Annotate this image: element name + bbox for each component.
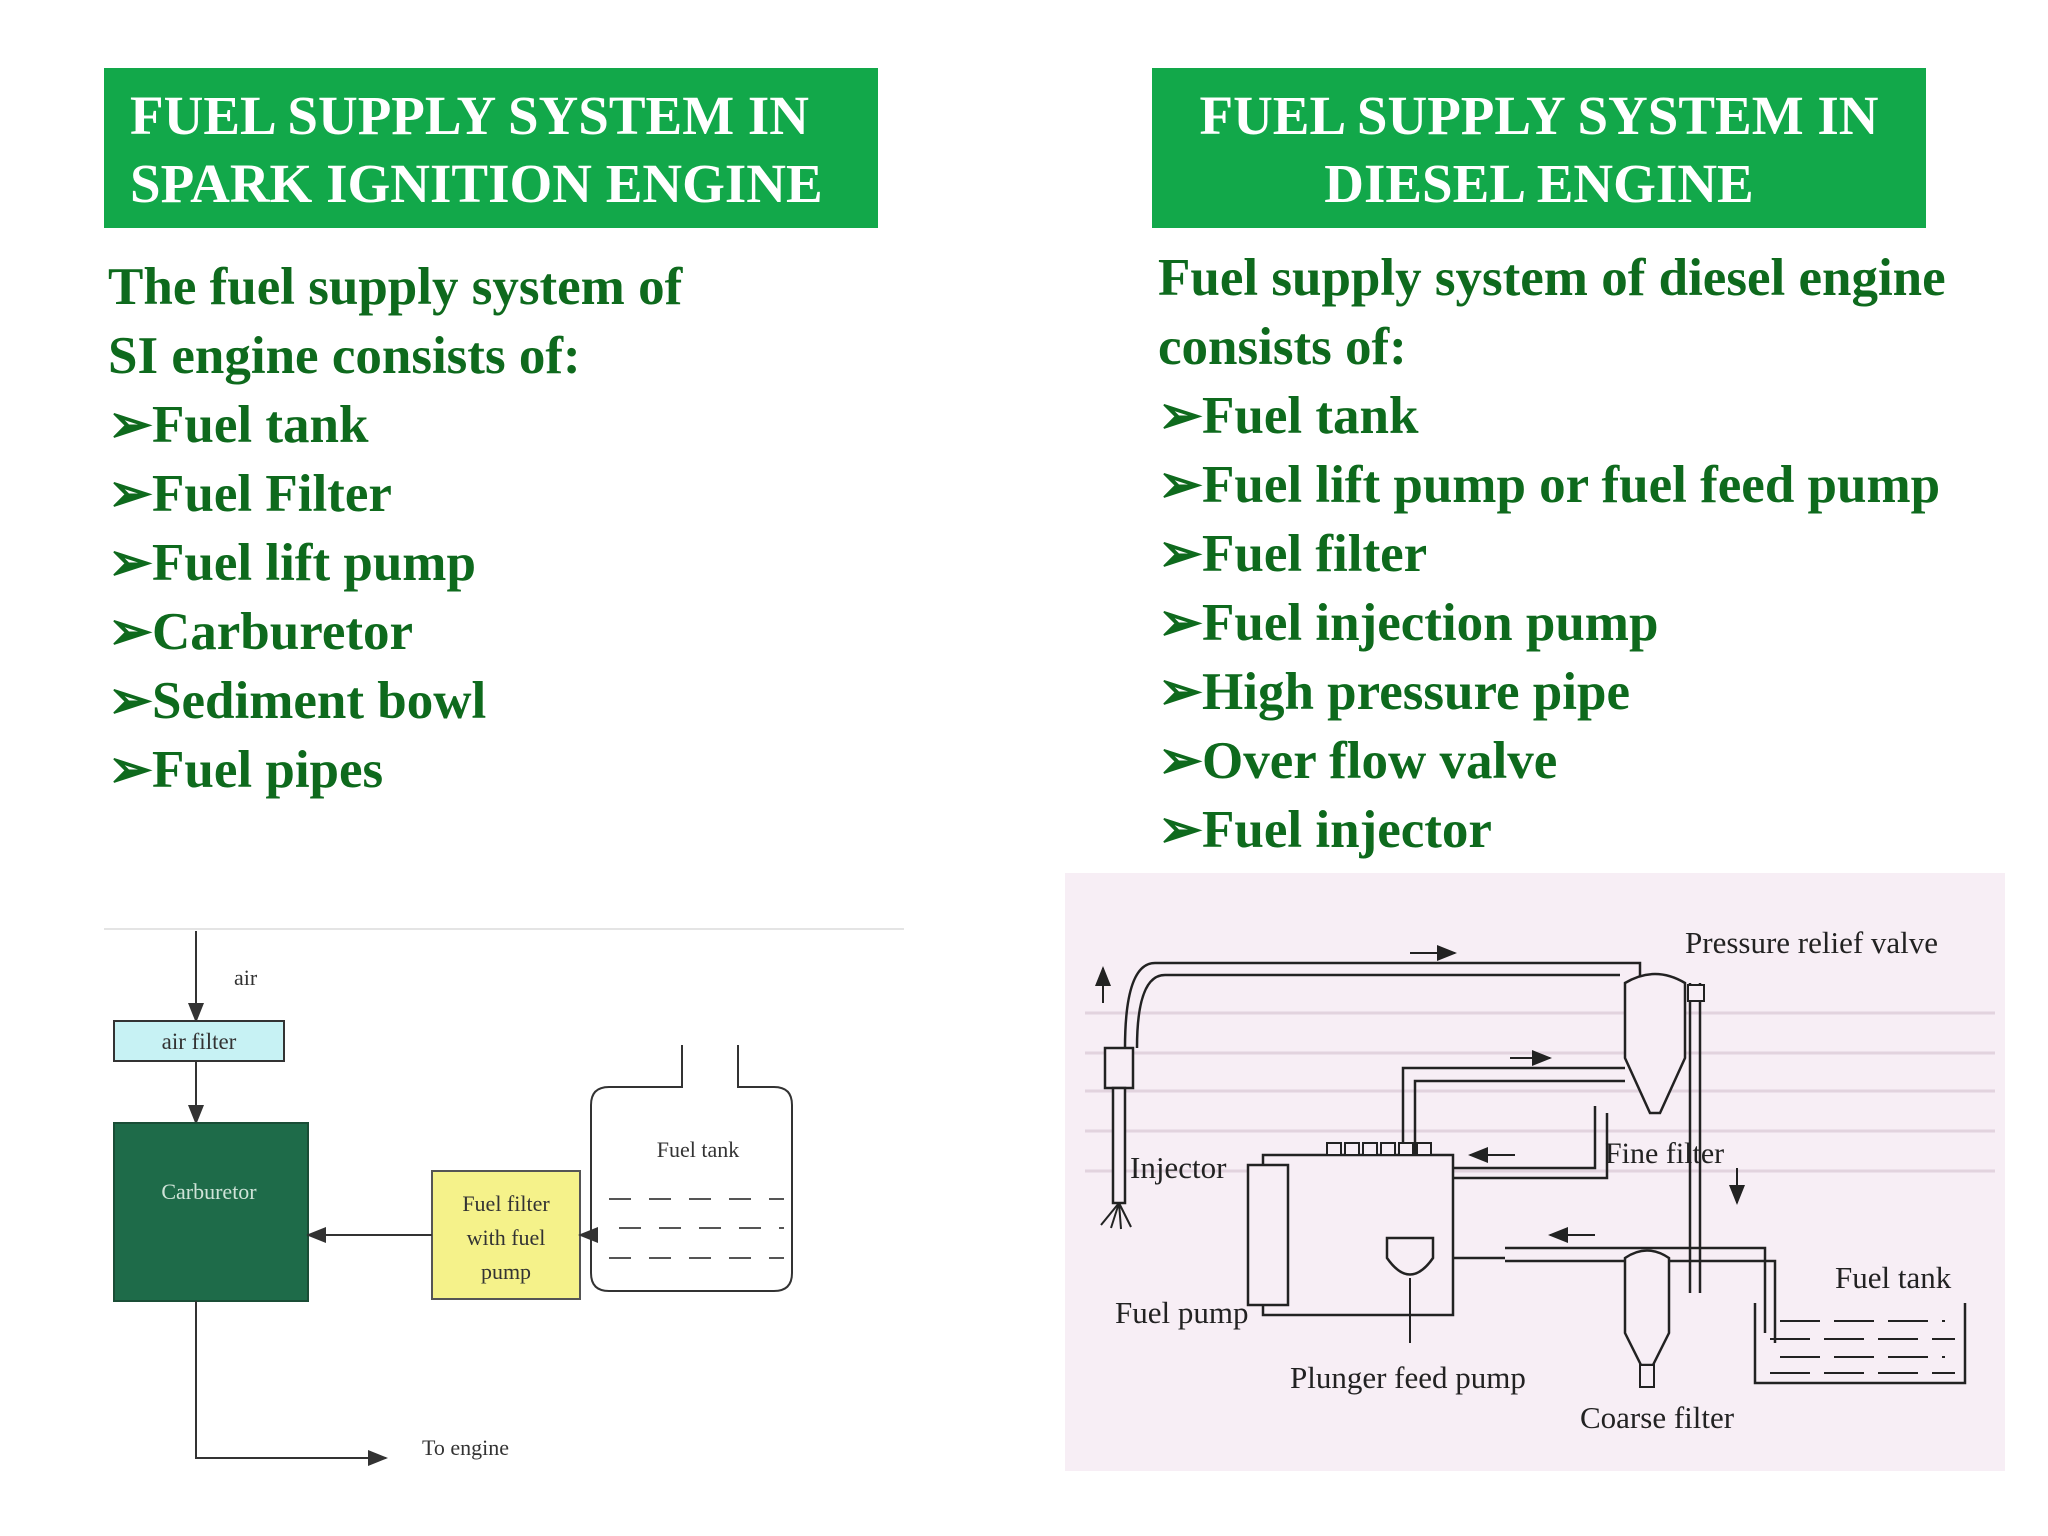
diesel-components-text: Fuel supply system of diesel engine cons… <box>1158 244 2038 865</box>
fuel-filter-label-line-1: Fuel filter <box>462 1191 550 1216</box>
diesel-components-list: ➢Fuel tank ➢Fuel lift pump or fuel feed … <box>1158 382 2038 865</box>
diesel-intro-line-1: Fuel supply system of diesel engine <box>1158 249 1946 307</box>
coarse-filter-vessel <box>1623 1249 1671 1367</box>
si-intro-line-1: The fuel supply system of <box>108 258 683 316</box>
list-item: ➢Fuel injector <box>1158 796 2038 865</box>
list-item: ➢Fuel filter <box>1158 520 2038 589</box>
arrow-bullet-icon: ➢ <box>108 672 153 730</box>
fuel-tank-shape <box>590 1045 793 1292</box>
fuel-filter-pump-box <box>431 1170 581 1300</box>
diesel-diagram-svg: Pressure relief valve Fine filter Inject… <box>1065 873 2005 1471</box>
si-engine-title: FUEL SUPPLY SYSTEM IN SPARK IGNITION ENG… <box>104 68 878 228</box>
si-components-list: ➢Fuel tank ➢Fuel Filter ➢Fuel lift pump … <box>108 391 1008 805</box>
to-engine-line <box>195 1301 388 1466</box>
diesel-engine-title: FUEL SUPPLY SYSTEM IN DIESEL ENGINE <box>1152 68 1926 228</box>
arrow-bullet-icon: ➢ <box>1158 663 1203 721</box>
plunger-feed-pump-label: Plunger feed pump <box>1290 1360 1526 1395</box>
list-item: ➢Fuel Filter <box>108 460 1008 529</box>
list-item: ➢Over flow valve <box>1158 727 2038 796</box>
diesel-fuel-tank <box>1753 1303 1967 1385</box>
list-item: ➢High pressure pipe <box>1158 658 2038 727</box>
fuel-level-lines <box>609 1198 784 1259</box>
list-item: ➢Carburetor <box>108 598 1008 667</box>
pump-outlets <box>1326 1142 1432 1156</box>
injector-body <box>1103 1046 1135 1090</box>
fuel-pump-body <box>1261 1153 1455 1317</box>
diesel-fuel-system-diagram: Pressure relief valve Fine filter Inject… <box>1065 873 2015 1473</box>
relief-valve-cap <box>1687 984 1705 1002</box>
air-label: air <box>234 965 258 990</box>
to-engine-label: To engine <box>422 1435 509 1460</box>
si-title-line-2: SPARK IGNITION ENGINE <box>130 153 823 214</box>
list-item: ➢Sediment bowl <box>108 667 1008 736</box>
arrow-bullet-icon: ➢ <box>1158 732 1203 790</box>
si-components-text: The fuel supply system of SI engine cons… <box>108 253 1008 805</box>
coarse-filter-label: Coarse filter <box>1580 1400 1735 1435</box>
fuel-filter-label-line-2: with fuel <box>467 1225 546 1250</box>
air-filter-box <box>113 1020 285 1062</box>
air-filter-label: air filter <box>162 1029 237 1054</box>
arrow-bullet-icon: ➢ <box>1158 525 1203 583</box>
si-intro-line-2: SI engine consists of: <box>108 327 581 385</box>
list-item: ➢Fuel pipes <box>108 736 1008 805</box>
fuel-pump-label: Fuel pump <box>1115 1295 1248 1330</box>
arrow-bullet-icon: ➢ <box>1158 801 1203 859</box>
list-item: ➢Fuel injection pump <box>1158 589 2038 658</box>
pressure-relief-valve-label: Pressure relief valve <box>1685 925 1938 960</box>
fine-filter-label: Fine filter <box>1605 1137 1724 1170</box>
fine-filter-vessel <box>1623 972 1687 1115</box>
diesel-intro-line-2: consists of: <box>1158 318 1407 376</box>
fuel-tank-label: Fuel tank <box>657 1137 740 1162</box>
diesel-fuel-level-lines <box>1770 1320 1955 1374</box>
diesel-title-line-2: DIESEL ENGINE <box>1324 153 1754 214</box>
list-item: ➢Fuel tank <box>108 391 1008 460</box>
arrow-bullet-icon: ➢ <box>1158 456 1203 514</box>
arrow-bullet-icon: ➢ <box>108 465 153 523</box>
arrow-bullet-icon: ➢ <box>108 396 153 454</box>
carburetor-label: Carburetor <box>161 1179 257 1204</box>
diesel-title-line-1: FUEL SUPPLY SYSTEM IN <box>1199 85 1879 146</box>
injector-label: Injector <box>1130 1150 1227 1185</box>
coarse-filter-drain <box>1639 1364 1655 1388</box>
injector-spray <box>1100 1202 1132 1230</box>
arrow-bullet-icon: ➢ <box>108 741 153 799</box>
arrow-bullet-icon: ➢ <box>1158 387 1203 445</box>
list-item: ➢Fuel lift pump <box>108 529 1008 598</box>
fuel-filter-label-line-3: pump <box>481 1259 531 1284</box>
arrow-bullet-icon: ➢ <box>108 534 153 592</box>
injector-nozzle <box>1111 1086 1127 1205</box>
carburetor-box <box>113 1122 309 1302</box>
diesel-fuel-tank-label: Fuel tank <box>1835 1260 1952 1295</box>
arrow-bullet-icon: ➢ <box>1158 594 1203 652</box>
plunger-feed-pump <box>1385 1236 1435 1276</box>
si-title-line-1: FUEL SUPPLY SYSTEM IN <box>130 85 810 146</box>
list-item: ➢Fuel lift pump or fuel feed pump <box>1158 451 2038 520</box>
list-item: ➢Fuel tank <box>1158 382 2038 451</box>
si-diagram-svg: air air filter Carburetor To engine Fuel… <box>104 928 904 1466</box>
fuel-pump-end <box>1246 1163 1290 1307</box>
si-fuel-system-diagram: air air filter Carburetor To engine Fuel… <box>104 925 912 1475</box>
arrow-bullet-icon: ➢ <box>108 603 153 661</box>
